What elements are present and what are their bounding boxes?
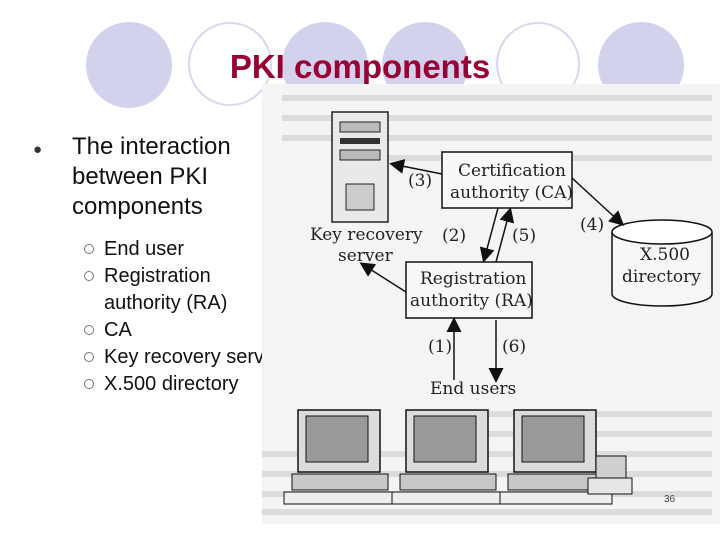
workstation-icon <box>391 409 505 505</box>
header-circle <box>86 22 172 108</box>
page-number: 36 <box>664 494 676 505</box>
end-users-label: End users <box>430 379 516 399</box>
ring-bullet-icon <box>84 379 94 389</box>
list-item: Registration authority (RA) <box>84 263 274 317</box>
ring-bullet-icon <box>84 352 94 362</box>
sub-bullet-list: End user Registration authority (RA) CA … <box>84 236 282 398</box>
list-item: CA <box>84 317 282 344</box>
arrow-label: (4) <box>580 215 604 235</box>
list-item: End user <box>84 236 282 263</box>
dir-label: directory <box>622 267 701 287</box>
ra-label: authority (RA) <box>410 291 533 311</box>
list-item: X.500 directory <box>84 371 282 398</box>
workstation-icon <box>499 409 613 505</box>
ca-label: Certification <box>458 161 566 181</box>
ca-box <box>441 151 573 209</box>
bullet-marker: ● <box>33 141 43 158</box>
slide-title: PKI components <box>229 48 491 85</box>
krs-label: server <box>338 246 394 266</box>
ra-label: Registration <box>420 269 527 289</box>
ra-box <box>405 261 533 319</box>
arrow-label: (5) <box>512 226 536 246</box>
pki-diagram: Key recovery server Certification author… <box>262 84 720 524</box>
ring-bullet-icon <box>84 244 94 254</box>
server-icon <box>331 111 389 223</box>
main-bullet-text: The interaction between PKI components <box>72 133 231 220</box>
krs-label: Key recovery <box>310 225 423 245</box>
printer-icon <box>587 455 633 495</box>
list-item: Key recovery server <box>84 344 282 371</box>
arrow-label: (3) <box>408 171 432 191</box>
dir-label: X.500 <box>640 245 690 265</box>
header-circle <box>188 22 272 106</box>
ca-label: authority (CA) <box>450 183 573 203</box>
arrow-label: (2) <box>442 226 466 246</box>
workstation-icon <box>283 409 397 505</box>
arrow-label: (1) <box>428 337 452 357</box>
arrow-label: (6) <box>502 337 526 357</box>
ring-bullet-icon <box>84 271 94 281</box>
ring-bullet-icon <box>84 325 94 335</box>
database-icon <box>611 219 713 307</box>
